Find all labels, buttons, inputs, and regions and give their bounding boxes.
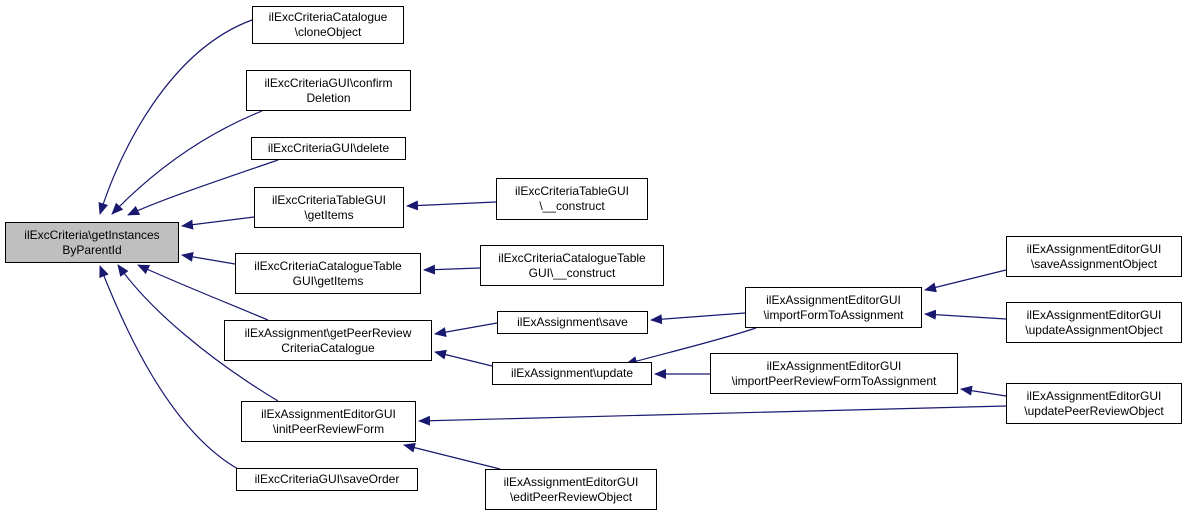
edge-import-form-to-save bbox=[650, 312, 746, 325]
node-label: ilExAssignmentEditorGUI bbox=[766, 292, 901, 307]
node-label: ilExAssignment\getPeerReview bbox=[244, 325, 412, 340]
node-label: \updateAssignmentObject bbox=[1025, 322, 1163, 337]
node-label: ilExAssignmentEditorGUI bbox=[1026, 307, 1162, 322]
node-label: \cloneObject bbox=[294, 25, 362, 39]
node-label: ilExcCriteriaGUI\saveOrder bbox=[254, 472, 400, 486]
node-label: ilExAssignmentEditorGUI bbox=[1026, 388, 1162, 403]
edge-get-peer-review-to-root bbox=[137, 264, 269, 321]
node-root-line2: ByParentId bbox=[62, 242, 122, 257]
edge-init-peer-review-to-root bbox=[117, 264, 279, 402]
node-criteria-gui-save-order[interactable]: ilExcCriteriaGUI\saveOrder bbox=[236, 468, 418, 491]
node-label: ilExcCriteriaTableGUI bbox=[514, 184, 630, 198]
node-criteria-gui-delete[interactable]: ilExcCriteriaGUI\delete bbox=[251, 137, 406, 160]
node-label: \editPeerReviewObject bbox=[509, 489, 633, 504]
node-root: ilExcCriteria\getInstances ByParentId bbox=[5, 222, 179, 263]
node-label: \initPeerReviewForm bbox=[272, 421, 385, 436]
node-label: ilExAssignmentEditorGUI bbox=[766, 358, 902, 373]
node-criteria-table-gui-construct[interactable]: ilExcCriteriaTableGUI \__construct bbox=[496, 178, 648, 220]
edge-save-order-to-root bbox=[99, 265, 239, 470]
node-label: ilExAssignmentEditorGUI bbox=[503, 474, 639, 489]
edge-catalogue-table-get-items-to-root bbox=[181, 251, 236, 265]
node-label: \saveAssignmentObject bbox=[1030, 256, 1158, 271]
node-label: \importPeerReviewFormToAssignment bbox=[731, 373, 937, 388]
node-editor-gui-import-peer-review-form-to-assignment[interactable]: ilExAssignmentEditorGUI \importPeerRevie… bbox=[710, 353, 958, 394]
edge-save-to-get-peer-review bbox=[434, 322, 498, 338]
node-label: ilExcCriteriaTableGUI bbox=[271, 192, 387, 207]
edge-update-to-get-peer-review bbox=[434, 349, 493, 367]
node-assignment-get-peer-review-criteria-catalogue[interactable]: ilExAssignment\getPeerReview CriteriaCat… bbox=[224, 320, 432, 361]
edge-table-get-items-to-root bbox=[181, 216, 255, 230]
node-label: ilExAssignment\save bbox=[517, 315, 628, 329]
edge-clone-object-to-root bbox=[98, 19, 253, 215]
node-label: CriteriaCatalogue bbox=[281, 340, 375, 355]
node-label: ilExcCriteriaCatalogueTable bbox=[254, 258, 402, 273]
node-label: \__construct bbox=[539, 199, 605, 213]
node-label: Deletion bbox=[306, 90, 351, 105]
edge-cat-table-construct-to-cat-table-get-items bbox=[423, 264, 481, 275]
node-criteria-catalogue-table-gui-get-items[interactable]: ilExcCriteriaCatalogueTable GUI\getItems bbox=[235, 253, 421, 294]
node-editor-gui-save-assignment-object[interactable]: ilExAssignmentEditorGUI \saveAssignmentO… bbox=[1006, 236, 1182, 277]
node-label: ilExAssignmentEditorGUI bbox=[261, 406, 396, 421]
edge-import-form-to-update bbox=[625, 327, 757, 366]
edge-update-peer-to-init-peer bbox=[418, 405, 1007, 426]
edge-delete-to-root bbox=[127, 159, 279, 216]
node-assignment-update[interactable]: ilExAssignment\update bbox=[492, 362, 652, 385]
node-label: ilExAssignmentEditorGUI bbox=[1026, 241, 1162, 256]
node-editor-gui-update-assignment-object[interactable]: ilExAssignmentEditorGUI \updateAssignmen… bbox=[1006, 302, 1182, 343]
edge-update-assign-to-import-form bbox=[924, 309, 1007, 320]
node-label: GUI\__construct bbox=[528, 265, 616, 280]
node-label: \updatePeerReviewObject bbox=[1024, 403, 1164, 418]
node-label: \importFormToAssignment bbox=[763, 307, 904, 322]
node-criteria-gui-confirm-deletion[interactable]: ilExcCriteriaGUI\confirm Deletion bbox=[246, 70, 411, 111]
node-label: ilExAssignment\update bbox=[510, 366, 634, 380]
node-label: ilExcCriteriaGUI\delete bbox=[267, 141, 390, 155]
edge-edit-peer-to-init-peer bbox=[403, 442, 501, 470]
node-label: ilExcCriteriaCatalogueTable bbox=[498, 250, 646, 265]
node-assignment-save[interactable]: ilExAssignment\save bbox=[497, 311, 648, 334]
edge-update-peer-to-import-peer bbox=[960, 385, 1007, 397]
node-criteria-catalogue-table-gui-construct[interactable]: ilExcCriteriaCatalogueTable GUI\__constr… bbox=[480, 245, 664, 286]
edge-save-assign-to-import-form bbox=[924, 269, 1007, 293]
node-root-line1: ilExcCriteria\getInstances bbox=[24, 227, 160, 242]
edge-table-construct-to-table-get-items bbox=[406, 200, 497, 211]
node-criteria-table-gui-get-items[interactable]: ilExcCriteriaTableGUI \getItems bbox=[254, 187, 404, 228]
node-editor-gui-init-peer-review-form[interactable]: ilExAssignmentEditorGUI \initPeerReviewF… bbox=[241, 401, 416, 442]
node-editor-gui-update-peer-review-object[interactable]: ilExAssignmentEditorGUI \updatePeerRevie… bbox=[1006, 383, 1182, 424]
node-label: ilExcCriteriaCatalogue bbox=[268, 10, 388, 24]
node-label: GUI\getItems bbox=[292, 273, 364, 288]
node-editor-gui-edit-peer-review-object[interactable]: ilExAssignmentEditorGUI \editPeerReviewO… bbox=[485, 469, 657, 510]
node-label: ilExcCriteriaGUI\confirm bbox=[264, 75, 393, 90]
node-label: \getItems bbox=[304, 207, 354, 222]
edge-confirm-deletion-to-root bbox=[111, 110, 263, 215]
node-editor-gui-import-form-to-assignment[interactable]: ilExAssignmentEditorGUI \importFormToAss… bbox=[745, 287, 922, 328]
node-criteria-catalogue-clone-object[interactable]: ilExcCriteriaCatalogue \cloneObject bbox=[252, 6, 404, 44]
